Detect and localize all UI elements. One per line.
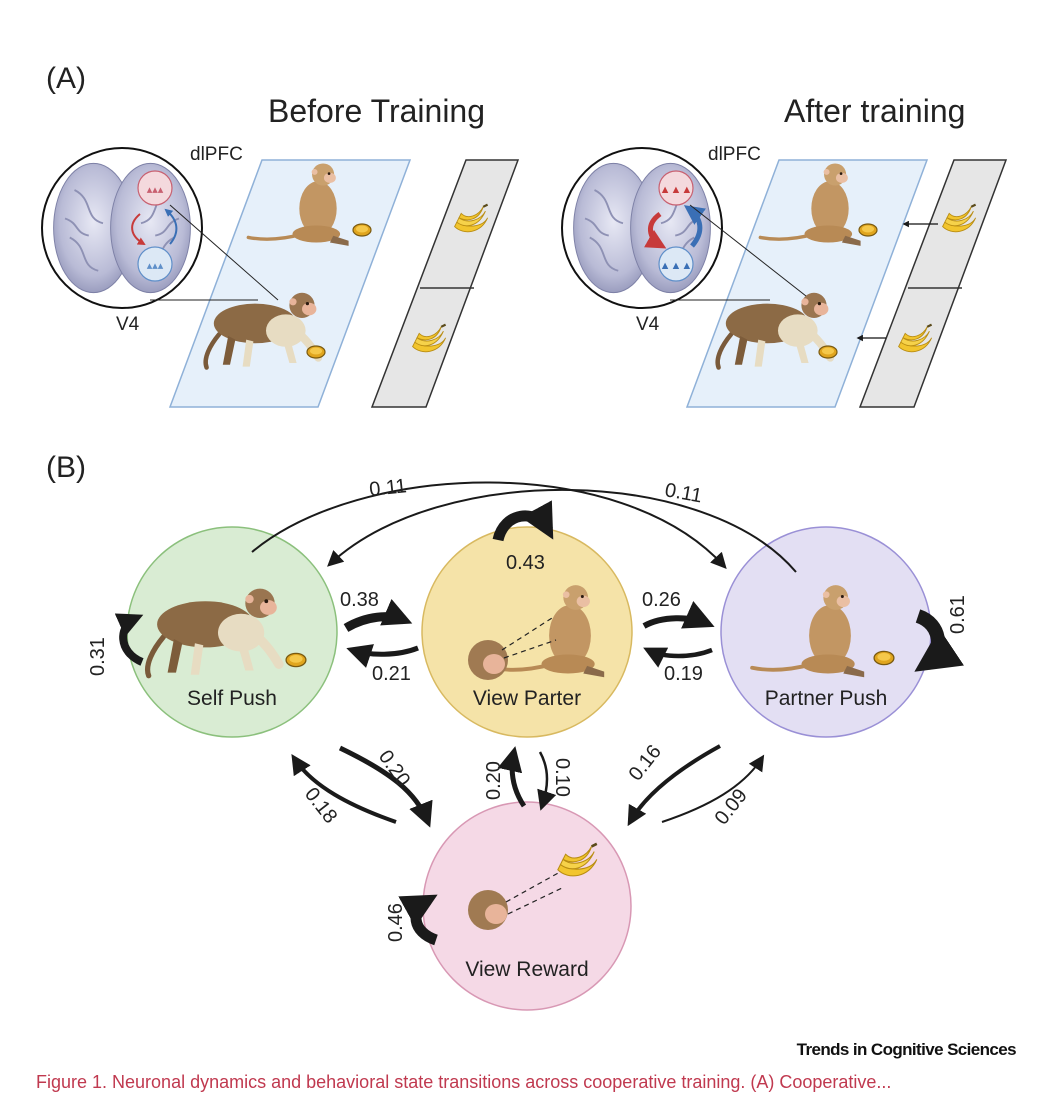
- edge-reward-to-view: [497, 746, 527, 808]
- edge-view-reward-loop: [398, 894, 439, 946]
- edge-view-to-reward: [537, 751, 557, 811]
- before-arena-plane: [168, 159, 412, 408]
- after-arena-plane: [685, 159, 929, 408]
- value-self-to-view: 0.38: [340, 589, 379, 611]
- value-self-to-partner: 0.11: [368, 475, 408, 501]
- before-reward-panel: [370, 159, 520, 408]
- label-self-push: Self Push: [187, 687, 277, 710]
- svg-text:▴▴▴: ▴▴▴: [147, 184, 164, 196]
- v4-label-after: V4: [636, 314, 660, 335]
- svg-text:▲▲▲: ▲▲▲: [660, 260, 693, 272]
- edge-self-to-partner: [251, 481, 727, 569]
- after-training-title: After training: [784, 93, 965, 129]
- value-self-self: 0.31: [87, 637, 109, 676]
- value-view-to-partner: 0.26: [642, 589, 681, 611]
- label-view-partner: View Parter: [473, 687, 581, 710]
- value-view-view: 0.43: [506, 552, 545, 574]
- push-button-icon: [352, 223, 372, 237]
- svg-text:▲▲▲: ▲▲▲: [660, 184, 693, 196]
- figure-caption: Figure 1. Neuronal dynamics and behavior…: [36, 1072, 892, 1092]
- value-partner-to-reward: 0.16: [625, 741, 666, 785]
- edge-self-to-reward: [338, 745, 433, 828]
- edge-self-push-loop: [114, 613, 144, 666]
- edge-partner-to-self: [327, 489, 797, 573]
- label-view-reward: View Reward: [465, 958, 588, 981]
- push-button-icon: [285, 652, 307, 668]
- edge-reward-to-self: [291, 753, 397, 824]
- dlpfc-label-after: dlPFC: [708, 144, 761, 165]
- edge-view-to-self: [346, 644, 419, 668]
- edge-self-to-view: [343, 598, 413, 632]
- value-view-to-reward: 0.10: [551, 758, 573, 797]
- push-button-icon: [858, 223, 878, 237]
- dlpfc-label-before: dlPFC: [190, 144, 243, 165]
- value-view-to-self: 0.21: [372, 663, 411, 685]
- journal-footer: Trends in Cognitive Sciences: [796, 1040, 1017, 1059]
- panel-a-label: (A): [46, 62, 86, 95]
- after-reward-panel: [858, 159, 1008, 408]
- value-reward-to-self: 0.18: [300, 784, 341, 828]
- svg-text:▴▴▴: ▴▴▴: [147, 260, 164, 272]
- edge-view-partner-loop: [492, 500, 554, 542]
- edge-view-to-partner: [642, 601, 715, 629]
- push-button-icon: [873, 650, 895, 666]
- value-reward-to-view: 0.20: [483, 761, 505, 800]
- edge-partner-to-view: [643, 647, 713, 668]
- value-partner-partner: 0.61: [947, 595, 969, 634]
- edge-reward-to-partner: [661, 754, 765, 823]
- v4-label-before: V4: [116, 314, 140, 335]
- before-training-title: Before Training: [268, 93, 485, 129]
- value-partner-to-view: 0.19: [664, 663, 703, 685]
- edge-partner-to-reward: [627, 744, 721, 827]
- push-button-icon: [306, 345, 326, 359]
- edge-partner-push-loop: [914, 609, 965, 672]
- panel-b-label: (B): [46, 451, 86, 484]
- value-reward-reward: 0.46: [385, 903, 407, 942]
- label-partner-push: Partner Push: [765, 687, 888, 710]
- push-button-icon: [818, 345, 838, 359]
- value-reward-to-partner: 0.09: [711, 785, 752, 829]
